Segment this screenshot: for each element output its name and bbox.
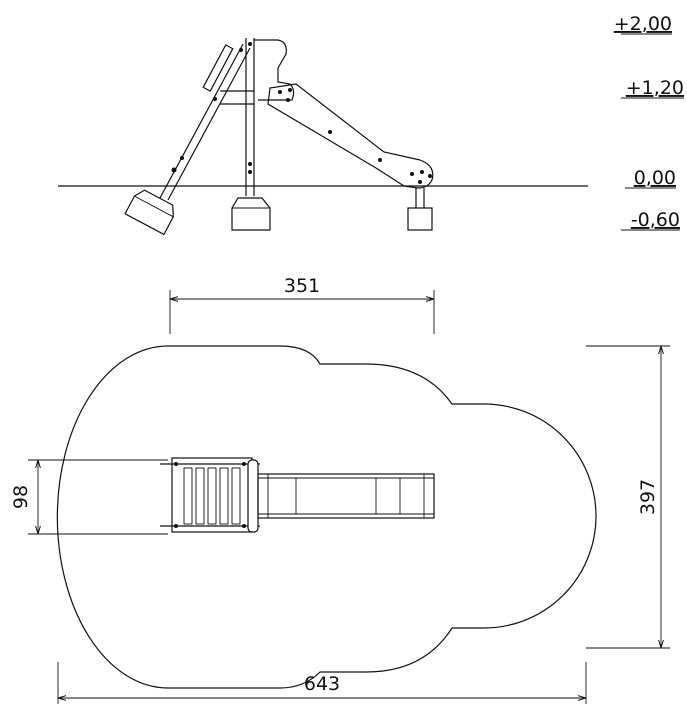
slide-end-foundation	[407, 188, 433, 231]
level-label-0-00: 0,00	[634, 167, 676, 189]
elevation-view: +2,00 +1,20 0,00 -0,60	[58, 13, 684, 236]
svg-text:397: 397	[637, 479, 659, 515]
level-label-2-00: +2,00	[614, 13, 672, 35]
plan-view: 351 98 397 643	[10, 275, 670, 704]
dimension-left-height: 98	[10, 459, 168, 535]
dimension-top-width: 351	[169, 275, 435, 334]
ladder-side	[159, 43, 251, 201]
dimension-total-width: 643	[57, 662, 587, 704]
post-foundation	[231, 197, 271, 231]
dimension-right-height: 397	[586, 345, 670, 649]
slide-side-guard	[254, 39, 295, 101]
ladder-plan	[160, 457, 260, 533]
level-label-1-20: +1,20	[626, 77, 684, 99]
svg-text:643: 643	[304, 673, 340, 695]
slide-chute	[267, 83, 434, 189]
svg-text:98: 98	[10, 485, 32, 509]
safety-zone-outline	[56, 345, 597, 689]
main-post	[220, 38, 255, 196]
ladder-foundation	[124, 189, 174, 236]
level-label-minus-0-60: -0,60	[631, 209, 680, 231]
svg-text:351: 351	[284, 275, 320, 297]
slide-plan	[247, 459, 435, 533]
